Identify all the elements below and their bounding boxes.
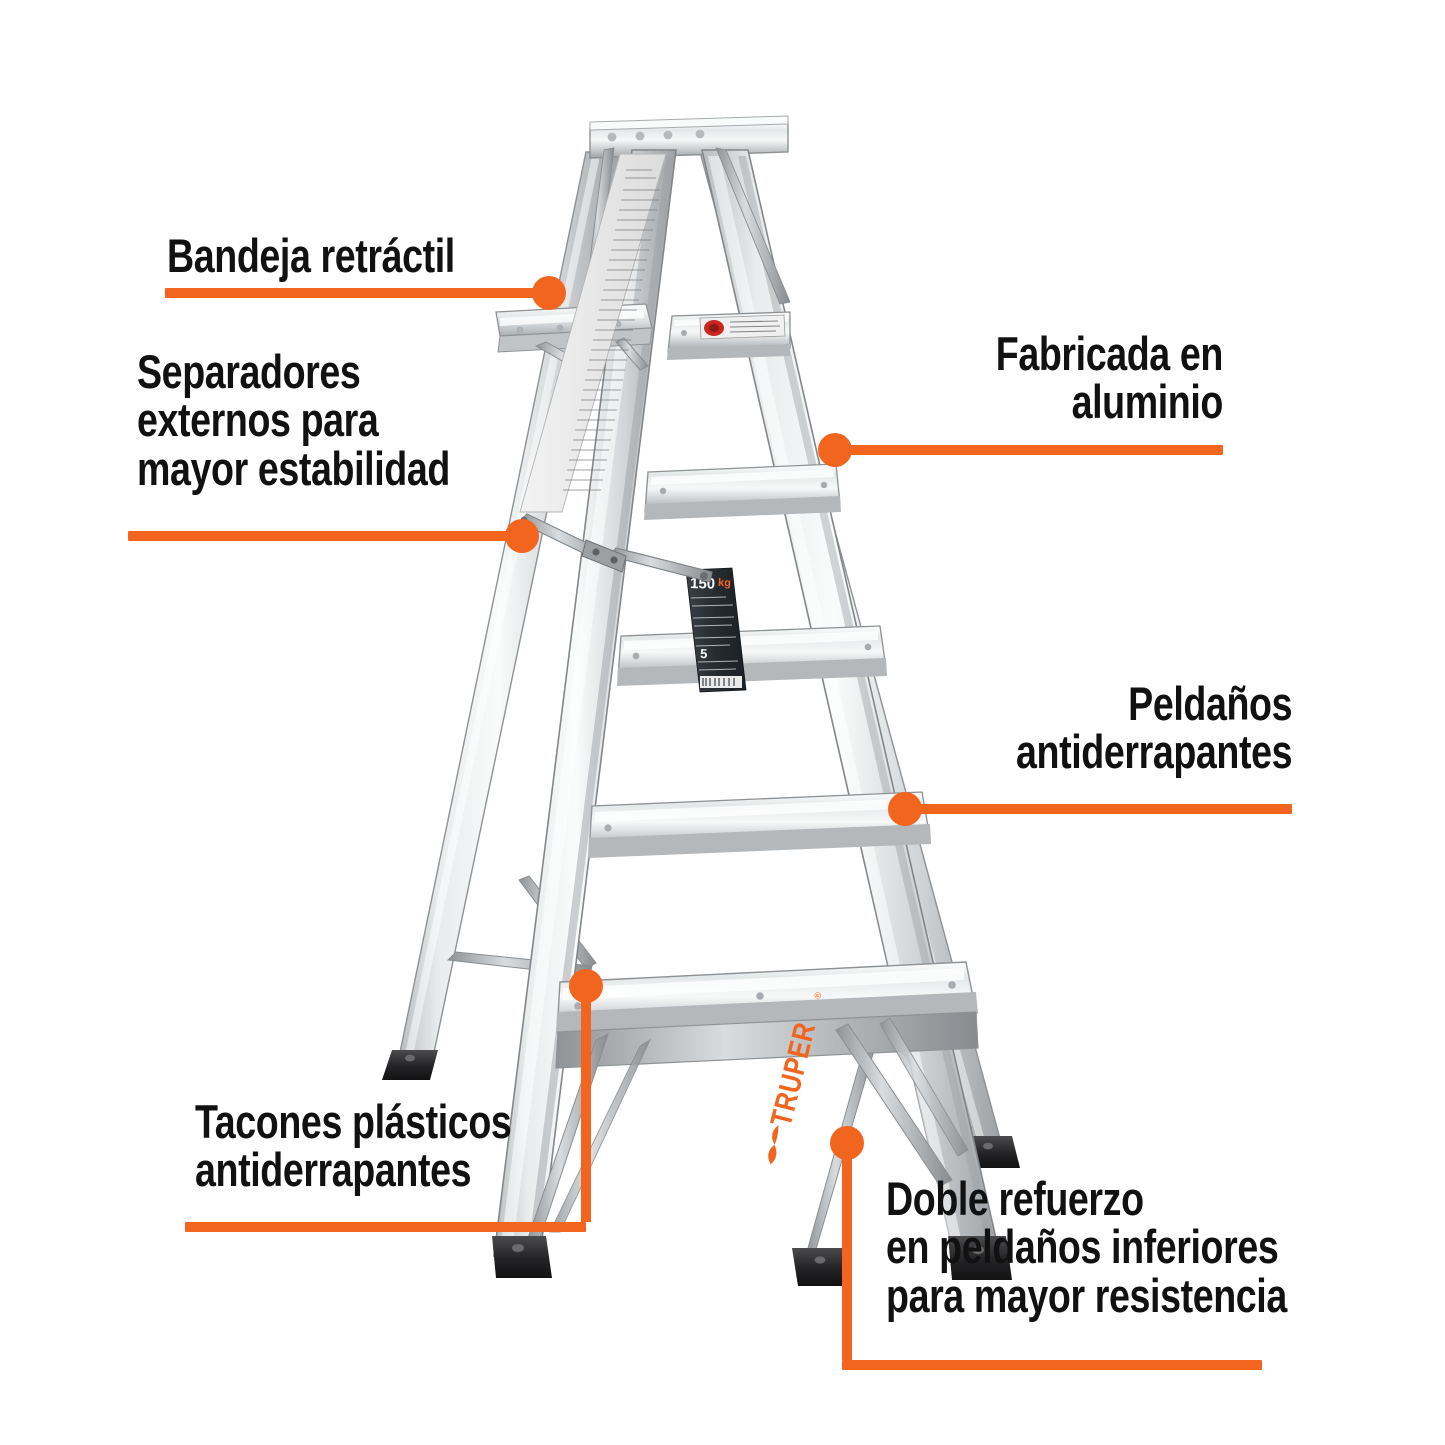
- callout-peldanos-dot: [888, 792, 922, 826]
- callout-fabricada-dot: [818, 433, 852, 467]
- ladder-step-3: [617, 625, 887, 686]
- ladder-top-cap: [589, 115, 789, 159]
- ladder-back-right-lower-foot: [792, 1248, 852, 1286]
- callout-refuerzo-hline: [842, 1360, 1262, 1370]
- svg-text:kg: kg: [718, 577, 731, 589]
- spreader-bar: [518, 513, 713, 583]
- callout-fabricada: Fabricada en aluminio: [939, 327, 1224, 429]
- callout-peldanos-label: Peldaños antiderrapantes: [1015, 677, 1293, 779]
- ladder-front-right-foot: [948, 1236, 1012, 1280]
- svg-text:5: 5: [700, 646, 708, 661]
- callout-tacones: Tacones plásticos antiderrapantes: [195, 1095, 591, 1197]
- ladder-front-left-rail: [493, 149, 677, 1257]
- callout-fabricada-line: [840, 445, 1223, 455]
- spec-label: 150 kg 5: [685, 567, 747, 693]
- callout-peldanos: Peldaños antiderrapantes: [947, 677, 1293, 779]
- ladder-back-left-foot: [382, 1050, 438, 1080]
- callout-refuerzo-dot: [830, 1126, 864, 1160]
- callout-refuerzo-label: Doble refuerzo en peldaños inferiores pa…: [886, 1172, 1287, 1322]
- svg-text:®: ®: [812, 991, 823, 1000]
- callout-separadores-dot: [505, 519, 539, 553]
- callout-refuerzo-vline: [842, 1150, 852, 1360]
- callout-tacones-label: Tacones plásticos antiderrapantes: [195, 1095, 512, 1197]
- instruction-label: [519, 153, 667, 513]
- callout-tacones-vline: [581, 990, 591, 1222]
- callout-fabricada-label: Fabricada en aluminio: [995, 327, 1224, 429]
- warning-label: [699, 314, 786, 340]
- ladder-bottom-reinforcement-braces: [527, 1017, 969, 1239]
- callout-bandeja-dot: [532, 276, 566, 310]
- ladder-step-4: [588, 791, 931, 858]
- callout-tacones-hline: [185, 1222, 586, 1232]
- ladder-front-left-foot: [492, 1236, 552, 1278]
- callout-bandeja: Bandeja retráctil: [167, 229, 527, 282]
- callout-separadores-label: Separadores externos para mayor estabili…: [137, 345, 450, 495]
- callout-bandeja-line: [165, 288, 550, 298]
- callout-tacones-dot: [569, 969, 603, 1003]
- ladder-step-5-reinforced: [555, 961, 979, 1069]
- callout-bandeja-label: Bandeja retráctil: [167, 229, 455, 282]
- ladder-step-2: [644, 463, 841, 520]
- callout-peldanos-line: [910, 804, 1292, 814]
- callout-refuerzo: Doble refuerzo en peldaños inferiores pa…: [886, 1172, 1387, 1322]
- callout-separadores: Separadores externos para mayor estabili…: [137, 345, 528, 495]
- callout-separadores-line: [128, 531, 523, 541]
